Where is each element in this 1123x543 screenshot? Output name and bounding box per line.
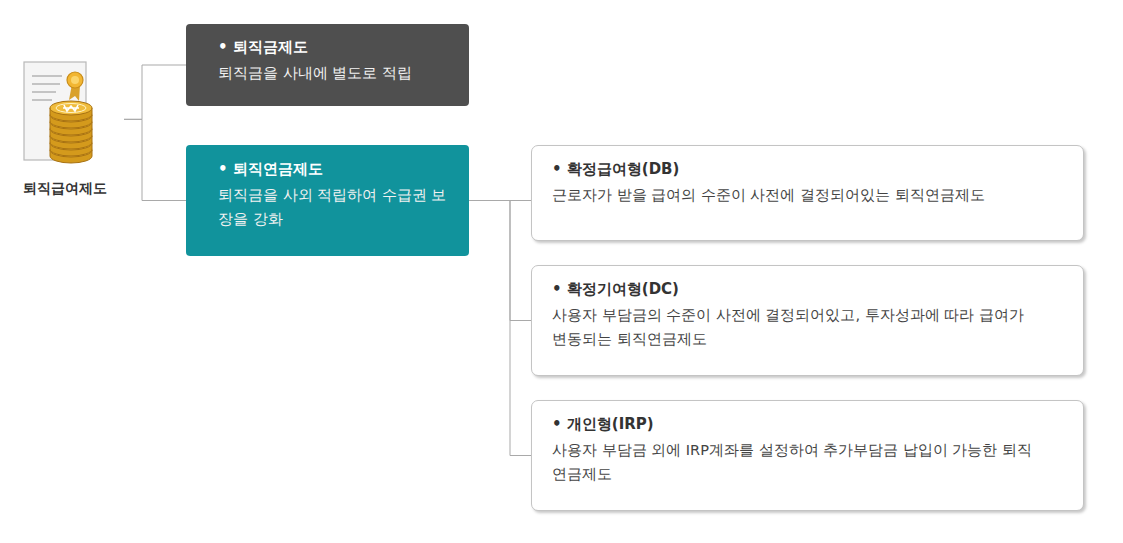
node-body: 사용자 부담금의 수준이 사전에 결정되어있고, 투자성과에 따라 급여가 변동… xyxy=(552,303,1032,351)
tree-connector xyxy=(469,201,531,321)
tree-connector xyxy=(469,201,531,456)
node-body: 근로자가 받을 급여의 수준이 사전에 결정되어있는 퇴직연금제도 xyxy=(552,183,1032,207)
node-heading: • 퇴직금제도 xyxy=(218,37,453,57)
type-card: • 확정기여형(DC) 사용자 부담금의 수준이 사전에 결정되어있고, 투자성과… xyxy=(531,265,1084,376)
icon-node: 퇴직급여제도 xyxy=(6,60,124,198)
node-body: 퇴직금을 사내에 별도로 적립 xyxy=(218,61,453,85)
type-card: • 개인형(IRP) 사용자 부담금 외에 IRP계좌를 설정하여 추가부담금 납… xyxy=(531,400,1084,511)
node-body: 퇴직금을 사외 적립하여 수급권 보장을 강화 xyxy=(218,183,453,231)
node-heading: • 개인형(IRP) xyxy=(552,414,1067,434)
type-card: • 확정급여형(DB) 근로자가 받을 급여의 수준이 사전에 결정되어있는 퇴직… xyxy=(531,145,1084,241)
tree-connector xyxy=(124,119,186,200)
tree-connector xyxy=(124,65,186,119)
node-heading: • 퇴직연금제도 xyxy=(218,159,453,179)
node-heading: • 확정기여형(DC) xyxy=(552,279,1067,299)
badge xyxy=(67,72,83,101)
certificate-lines xyxy=(32,76,62,100)
category-box: • 퇴직금제도퇴직금을 사내에 별도로 적립 xyxy=(186,24,469,106)
coin-stack xyxy=(50,101,92,163)
node-heading: • 확정급여형(DB) xyxy=(552,159,1067,179)
category-box: • 퇴직연금제도퇴직금을 사외 적립하여 수급권 보장을 강화 xyxy=(186,145,469,256)
node-heading: 퇴직급여제도 xyxy=(6,178,124,198)
node-body: 사용자 부담금 외에 IRP계좌를 설정하여 추가부담금 납입이 가능한 퇴직연… xyxy=(552,438,1032,486)
